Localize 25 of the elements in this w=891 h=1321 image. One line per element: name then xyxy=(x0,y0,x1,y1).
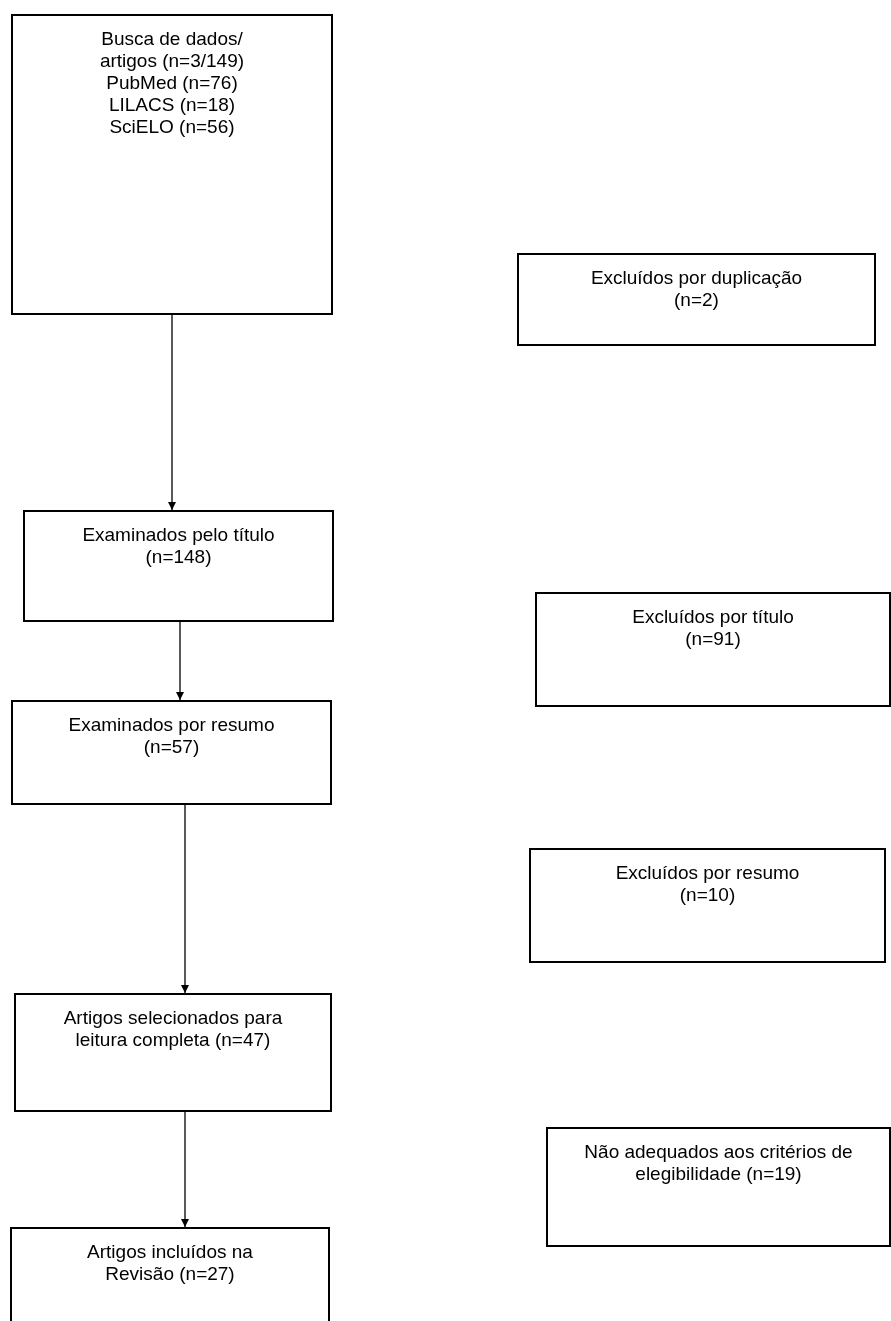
arrow xyxy=(176,621,184,701)
arrow xyxy=(168,314,176,511)
arrow xyxy=(181,804,189,994)
box-text: Não adequados aos critérios de elegibilidade (n=19) xyxy=(583,1141,854,1185)
box-text: Excluídos por resumo (n=10) xyxy=(614,862,801,906)
process-box xyxy=(10,1227,330,1321)
box-text: SciELO (n=56) xyxy=(109,116,235,138)
process-box xyxy=(23,510,334,622)
box-text: Excluídos por título (n=91) xyxy=(631,606,795,650)
process-box xyxy=(517,253,876,346)
process-box xyxy=(546,1127,891,1247)
box-text: Busca de dados/ artigos (n=3/149) xyxy=(98,28,246,72)
box-text: Artigos incluídos na Revisão (n=27) xyxy=(86,1241,254,1285)
process-box xyxy=(529,848,886,963)
box-text: PubMed (n=76) xyxy=(106,72,238,94)
box-text: Examinados pelo título (n=148) xyxy=(81,524,276,568)
process-box xyxy=(11,14,333,315)
box-text: Artigos selecionados para leitura completa (n=47) xyxy=(62,1007,284,1051)
box-text: Excluídos por duplicação (n=2) xyxy=(589,267,804,311)
arrow xyxy=(181,1111,189,1228)
process-box xyxy=(535,592,891,707)
process-box xyxy=(11,700,332,805)
box-text: Examinados por resumo (n=57) xyxy=(67,714,276,758)
process-box xyxy=(14,993,332,1112)
box-text: LILACS (n=18) xyxy=(108,94,236,116)
